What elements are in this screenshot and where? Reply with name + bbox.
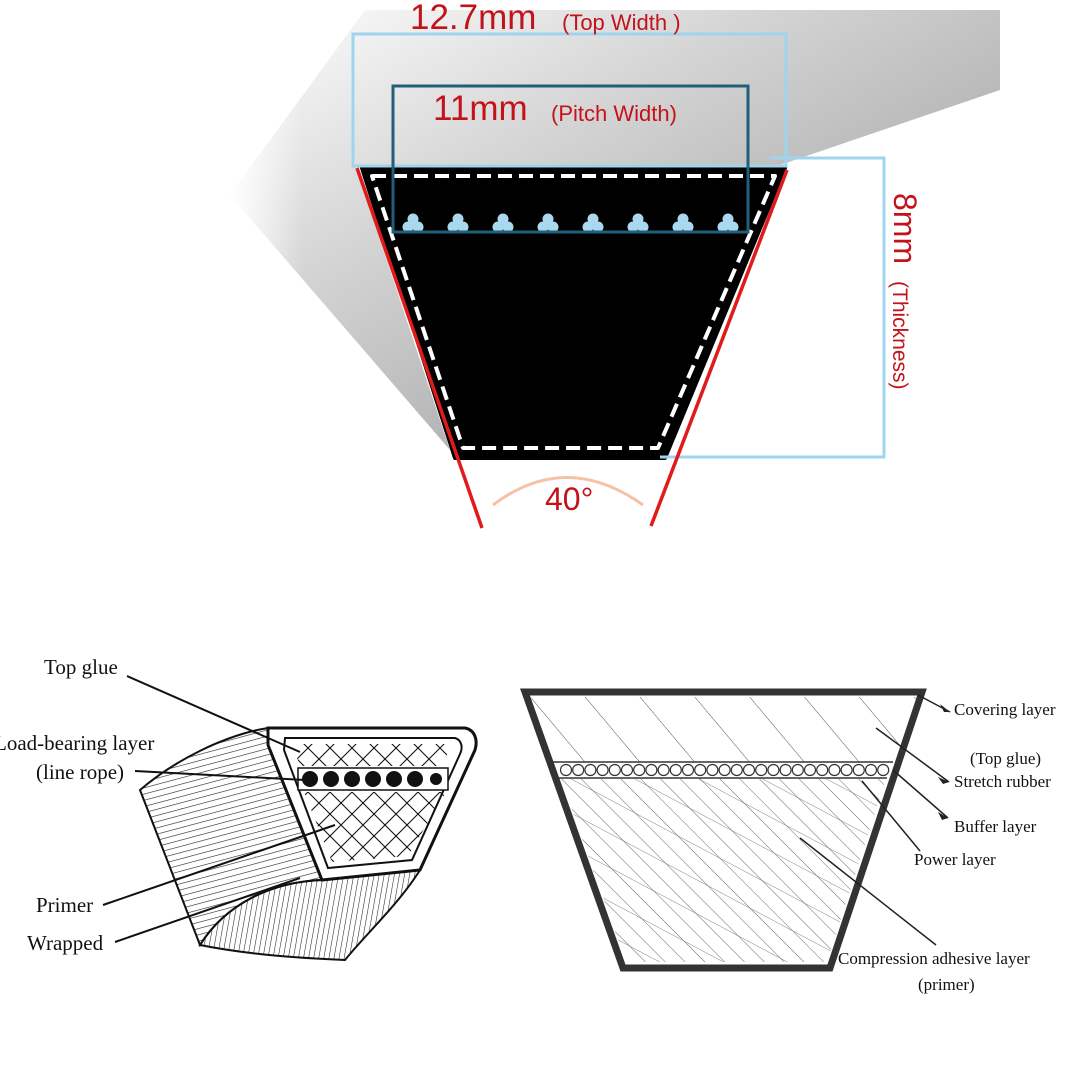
belt-dashed-outline [370, 174, 777, 450]
leader-compression [799, 837, 937, 946]
primer-hatch [304, 792, 446, 862]
power-cord-circle [681, 763, 695, 777]
power-cord-circle [803, 763, 817, 777]
power-cord-circle [816, 763, 829, 777]
belt-body-shade [230, 10, 520, 450]
power-cord-circle [864, 763, 878, 777]
belt-profile: 12.7mm (Top Width ) 11mm (Pitch Width) 8… [230, 0, 1000, 529]
label-compression-layer: Compression adhesive layer [838, 949, 1030, 968]
power-cord-circle [572, 763, 585, 777]
label-top-glue-right: (Top glue) [970, 749, 1041, 768]
top-width-label: (Top Width ) [562, 10, 681, 35]
line-rope-dot [344, 771, 360, 787]
power-cord-circle [852, 763, 865, 777]
leader-line-rope [134, 770, 306, 781]
belt-front-inner [282, 737, 463, 870]
pitch-width-bracket [391, 84, 750, 234]
tension-cord [537, 213, 559, 233]
label-stretch-rubber: Stretch rubber [954, 772, 1051, 791]
power-cord-circle [620, 763, 634, 777]
angle-line-right [649, 169, 789, 527]
leader-buffer [892, 769, 949, 819]
power-cord-circle [791, 763, 804, 777]
compression-area-overlay [561, 779, 886, 962]
power-cord-circle [584, 763, 597, 777]
thickness-bracket [660, 156, 886, 459]
power-cord-circle [742, 763, 756, 777]
line-rope-dot [407, 771, 423, 787]
tension-cord [627, 213, 649, 233]
arrowhead-stretch [938, 777, 949, 784]
power-cord-circle [767, 763, 780, 777]
tension-cords [402, 213, 739, 233]
pitch-width-label: (Pitch Width) [551, 101, 677, 126]
tension-cord [717, 213, 739, 233]
perspective-diagram: Top glue Load-bearing layer (line rope) … [0, 655, 478, 962]
power-cord-circle [718, 763, 731, 777]
tension-cord [447, 213, 469, 233]
tension-cord [402, 213, 424, 233]
arrowhead-covering [940, 704, 950, 712]
power-cord-circle [694, 763, 707, 777]
arrowhead-buffer [938, 812, 948, 820]
power-cord-circle [633, 763, 646, 777]
line-rope-dot [386, 771, 402, 787]
cross-section-diagram: Covering layer (Top glue) Stretch rubber… [520, 688, 1056, 994]
line-rope-dots [302, 771, 442, 787]
line-rope-dot [365, 771, 381, 787]
power-cord-circle [730, 763, 743, 777]
power-cord-circle [828, 763, 841, 777]
power-cord-circle [559, 763, 573, 777]
tension-cord [492, 213, 514, 233]
line-rope-dot [302, 771, 318, 787]
leader-power [861, 780, 921, 852]
top-glue-area [531, 697, 916, 762]
top-width-bracket [351, 32, 788, 168]
tension-cord [582, 213, 604, 233]
leader-stretch-rubber [875, 727, 950, 783]
power-cord-circle [657, 763, 670, 777]
top-width-value: 12.7mm [410, 0, 536, 37]
top-glue-hatch [292, 744, 452, 766]
label-top-glue: Top glue [44, 655, 118, 679]
belt-body-3d [230, 10, 1000, 450]
power-cord-circle [706, 763, 719, 777]
belt-bottom-wrap [198, 868, 422, 962]
label-primer: Primer [36, 893, 93, 917]
label-power-layer: Power layer [914, 850, 996, 869]
power-layer-cords [559, 763, 890, 777]
label-buffer-layer: Buffer layer [954, 817, 1037, 836]
pitch-width-value: 11mm [433, 89, 528, 128]
label-line-rope: (line rope) [36, 760, 124, 784]
label-covering-layer: Covering layer [954, 700, 1056, 719]
power-cord-circle [596, 763, 609, 777]
label-wrapped: Wrapped [27, 931, 104, 955]
power-cord-circle [608, 763, 621, 777]
label-load-bearing: Load-bearing layer [0, 731, 154, 755]
thickness-value: 8mm [887, 193, 923, 264]
leader-wrapped [114, 877, 301, 943]
angle-label: 40° [545, 481, 593, 517]
leader-top-glue [126, 675, 301, 753]
leader-primer [102, 824, 336, 906]
tension-cord [672, 213, 694, 233]
power-cord-circle [877, 763, 890, 777]
line-rope-dot [430, 773, 442, 785]
power-cord-circle [669, 763, 682, 777]
power-cord-circle [645, 763, 658, 777]
angle-arc [492, 476, 644, 507]
power-cord-circle [779, 763, 792, 777]
power-cord-circle [755, 763, 768, 777]
thickness-label: (Thickness) [888, 281, 911, 390]
line-rope-dot [323, 771, 339, 787]
angle-line-left [355, 167, 484, 529]
power-cord-circle [840, 763, 853, 777]
label-compression-primer: (primer) [918, 975, 975, 994]
